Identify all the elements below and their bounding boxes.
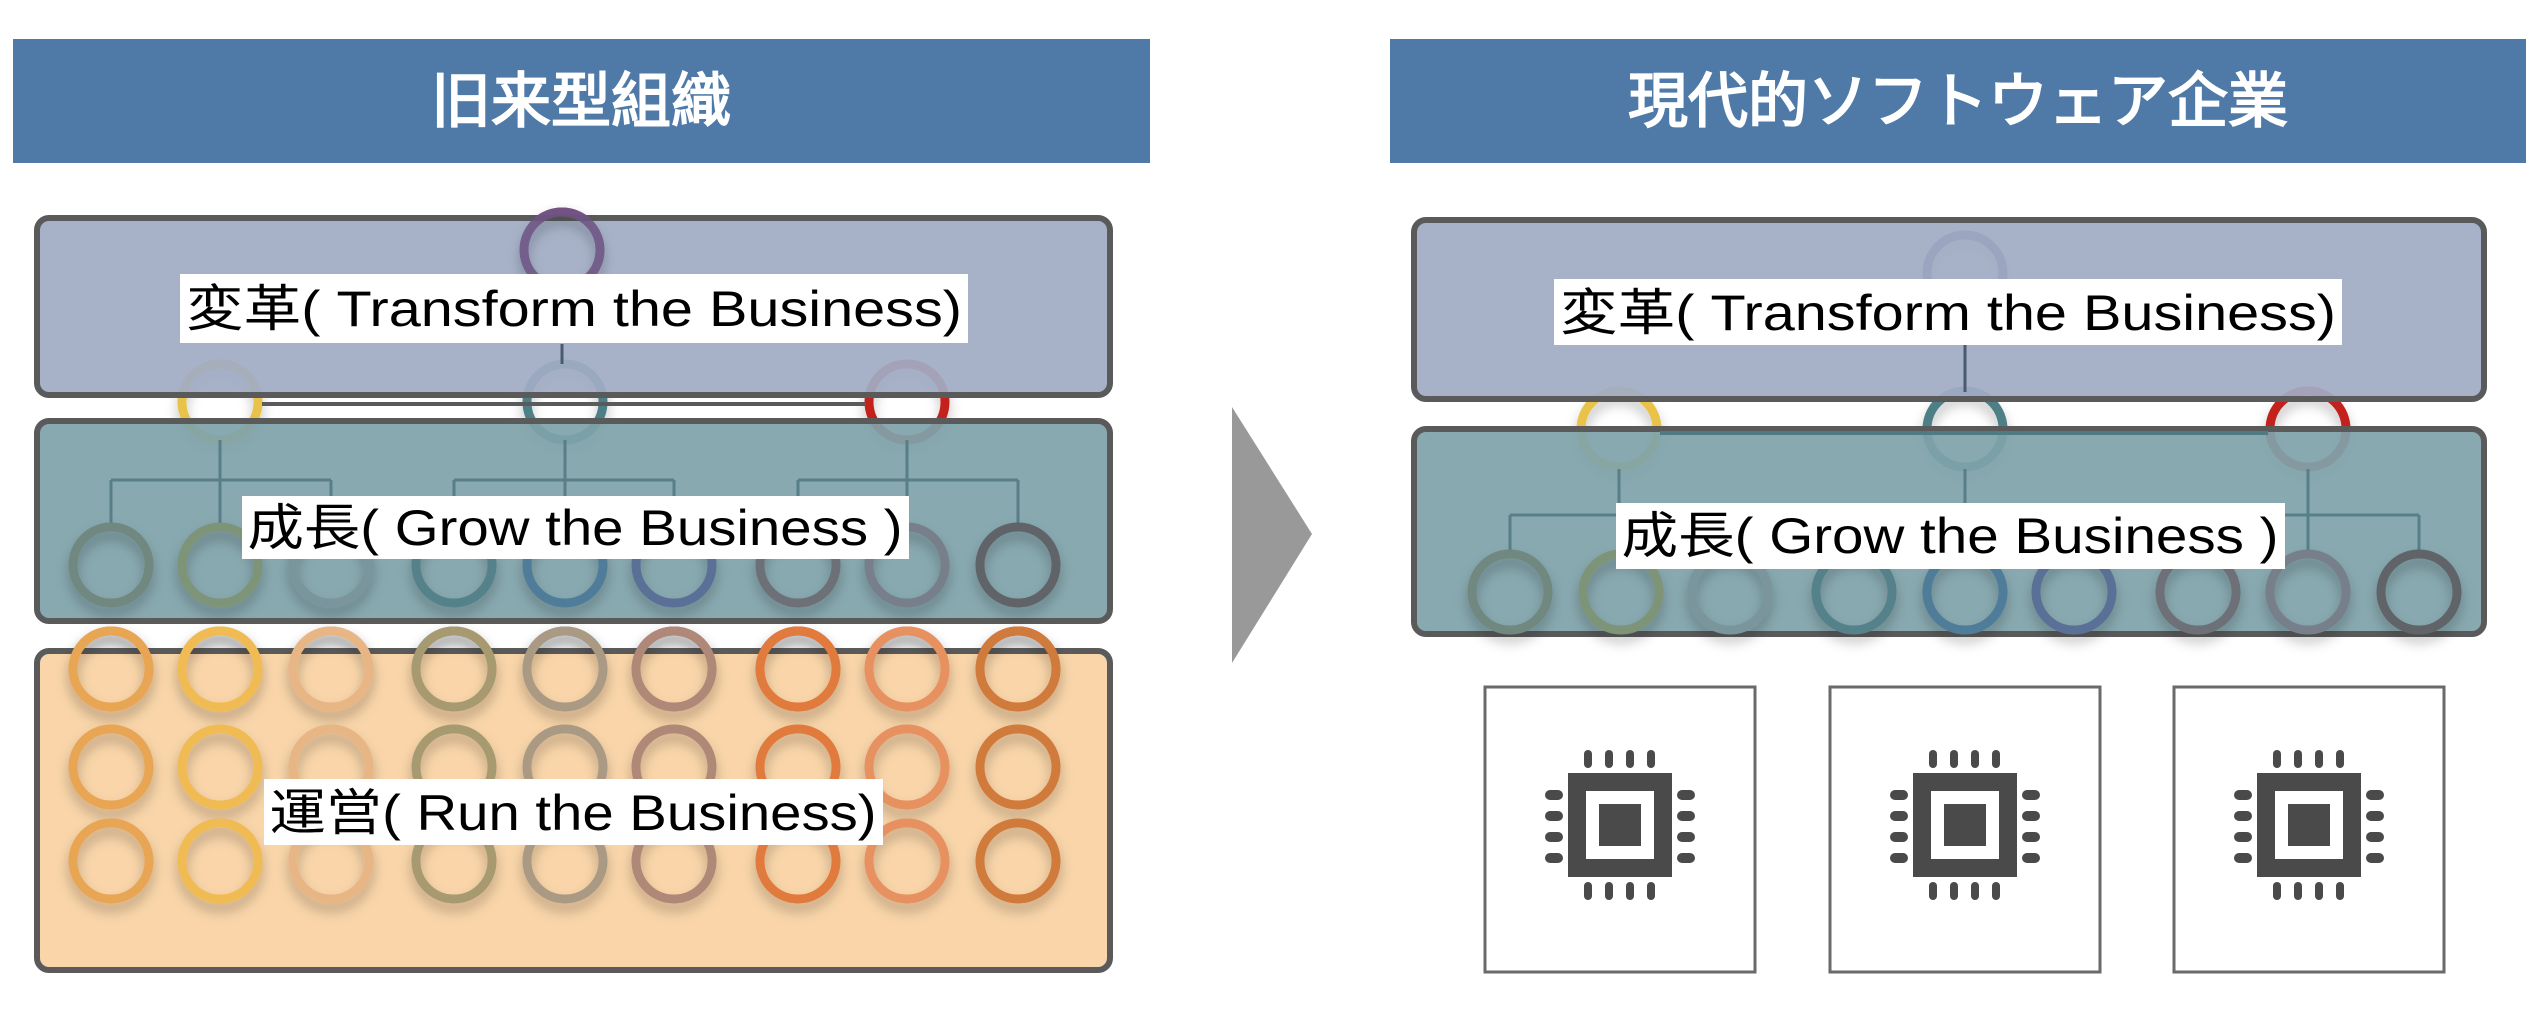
legacy-organization: 旧来型組織 変革( Transform the Business) 成長( Gr… (13, 39, 1150, 973)
run-node-ring-tinted (864, 626, 950, 712)
run-node-ring-tinted (177, 724, 263, 810)
modern-transform-label-bg (1554, 279, 2342, 345)
legacy-header-title: 旧来型組織 (431, 67, 731, 137)
run-node-ring-tinted (68, 724, 154, 810)
legacy-header-bar (13, 39, 1150, 163)
legacy-transform-label-bg (180, 274, 968, 343)
run-node-ring-tinted (975, 724, 1061, 810)
legacy-grow-label: 成長( Grow the Business ) (248, 500, 903, 556)
grow-node-ring (1467, 549, 1553, 635)
run-node-ring-tinted (864, 818, 950, 904)
cpu-chip-icon (1545, 750, 1695, 900)
grow-node-ring (177, 522, 263, 608)
grow-node-ring (975, 522, 1061, 608)
grow-node-ring (2376, 549, 2462, 635)
run-node-ring-tinted (68, 626, 154, 712)
legacy-org-rings-tinted (68, 207, 1061, 904)
modern-grow-label-bg (1616, 503, 2285, 569)
chip-card (2172, 685, 2446, 974)
grow-node-ring (68, 522, 154, 608)
modern-software-company: 現代的ソフトウェア企業 変革( Transform the Business) … (1390, 39, 2526, 974)
run-node-ring-tinted (68, 818, 154, 904)
legacy-grow-label-bg (242, 496, 909, 559)
chip-card-frame (1483, 685, 1757, 974)
legacy-transform-label: 変革( Transform the Business) (186, 281, 962, 337)
run-node-ring-tinted (755, 626, 841, 712)
chip-card (1828, 685, 2102, 974)
run-node-ring-tinted (975, 818, 1061, 904)
run-node-ring-tinted (864, 724, 950, 810)
legacy-run-label: 運営( Run the Business) (270, 785, 877, 841)
grow-node-ring (2265, 549, 2351, 635)
modern-header-bar (1390, 39, 2526, 163)
run-node-ring-tinted (631, 626, 717, 712)
modern-transform-label: 変革( Transform the Business) (1560, 285, 2336, 341)
run-node-ring-tinted (177, 818, 263, 904)
platform-chips (1483, 685, 2446, 974)
modern-header-title: 現代的ソフトウェア企業 (1628, 67, 2288, 137)
cpu-chip-icon (2234, 750, 2384, 900)
run-node-ring-tinted (522, 626, 608, 712)
run-node-ring-tinted (177, 626, 263, 712)
legacy-run-label-bg (264, 779, 883, 845)
run-node-ring-tinted (288, 626, 374, 712)
run-node-ring-tinted (411, 626, 497, 712)
transition-arrow-icon (1232, 407, 1312, 663)
chip-card (1483, 685, 1757, 974)
cpu-chip-icon (1890, 750, 2040, 900)
modern-grow-label: 成長( Grow the Business ) (1622, 508, 2279, 564)
run-node-ring-tinted (975, 626, 1061, 712)
